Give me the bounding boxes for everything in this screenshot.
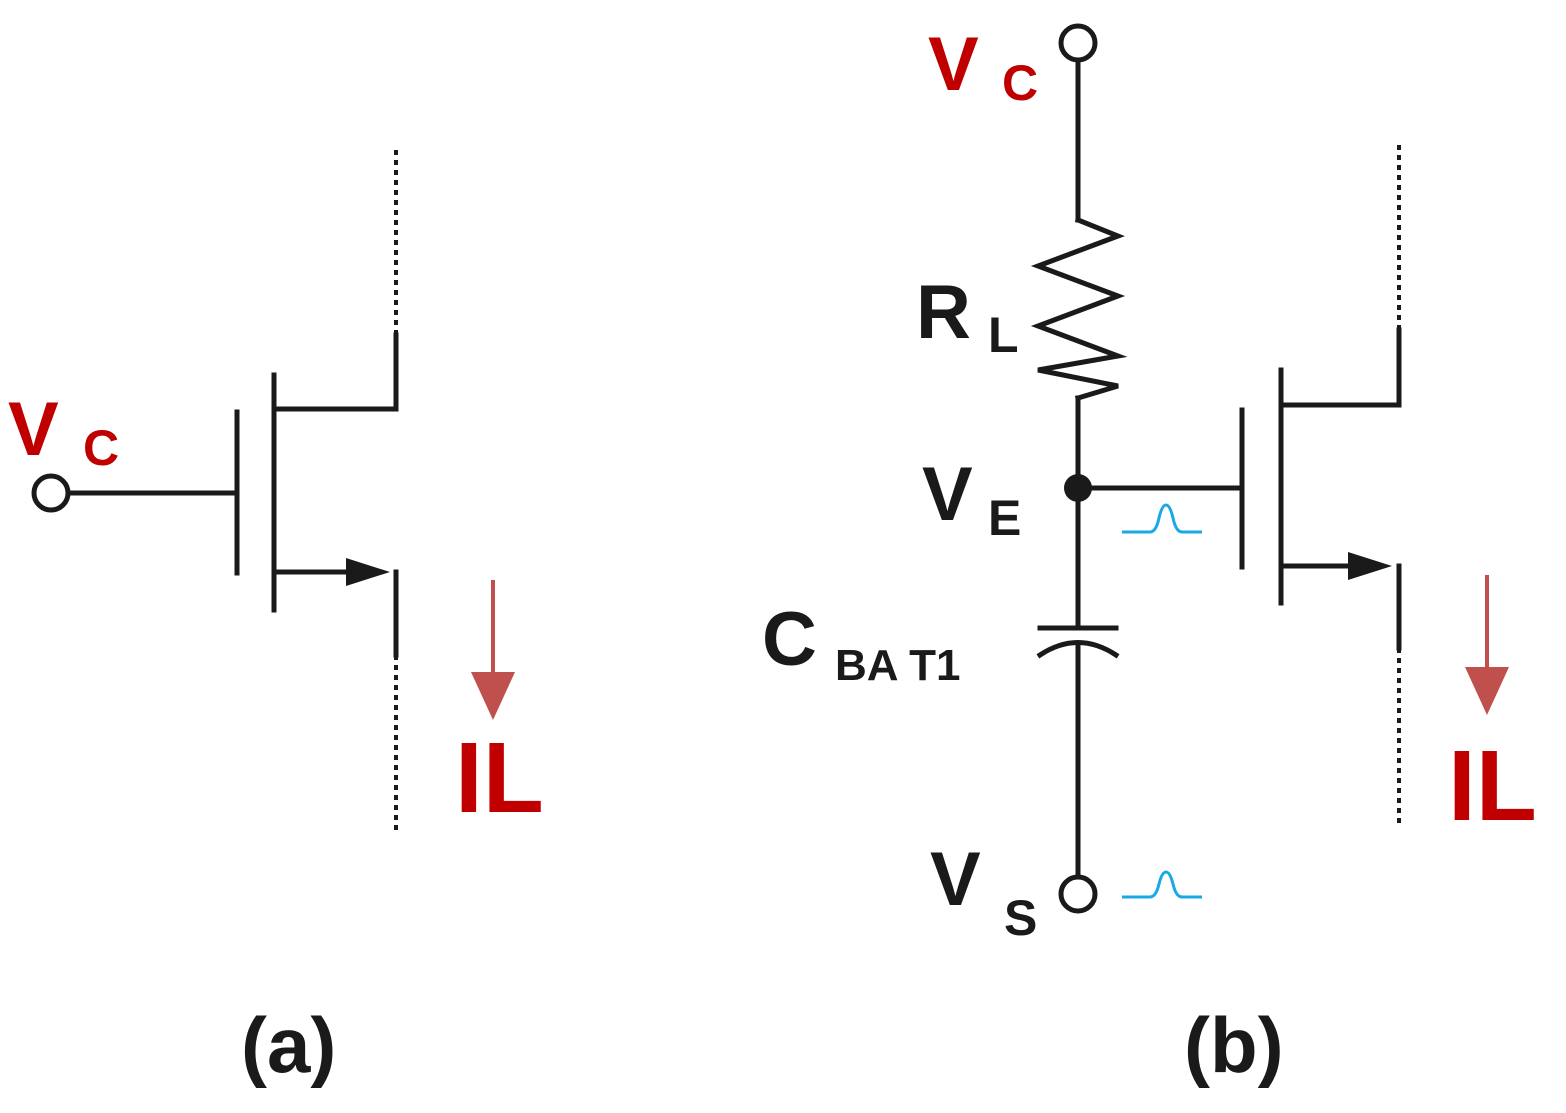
il-arrow-head-b [1465,667,1509,715]
resistor-rl [1030,216,1128,402]
vc-sub-label-a: C [83,420,119,476]
vc-label-a: V [8,387,59,472]
pulse-icon-vs [1122,870,1202,899]
vc-sub-label-b: C [1002,55,1038,111]
drain-wire-a [271,332,399,412]
vc-terminal-b [1058,23,1098,63]
vs-sub-label: S [1004,890,1037,946]
ve-sub-label: E [988,490,1021,546]
caption-a: (a) [241,1001,336,1089]
drain-wire-b [1278,327,1402,408]
circuit-a: V C IL (a) [8,150,544,1089]
rl-label: R [916,270,971,355]
source-arrow-a [346,558,390,586]
vc-terminal-a [31,473,71,513]
cbat-sub-label: BA T1 [835,641,961,690]
il-label-b: IL [1448,730,1537,842]
pulse-icon-ve [1122,503,1202,534]
il-label-a: IL [455,722,544,834]
rl-sub-label: L [988,307,1019,363]
ve-label: V [922,452,973,537]
caption-b: (b) [1184,1001,1284,1089]
vs-label: V [930,837,981,922]
cbat-label: C [762,597,817,682]
source-arrow-b [1348,552,1392,580]
circuit-b: V C R L V E C BA T1 V S IL (b) [762,22,1537,1089]
vc-label-b: V [928,22,979,107]
il-arrow-head-a [471,672,515,720]
vs-terminal-b [1058,874,1098,914]
